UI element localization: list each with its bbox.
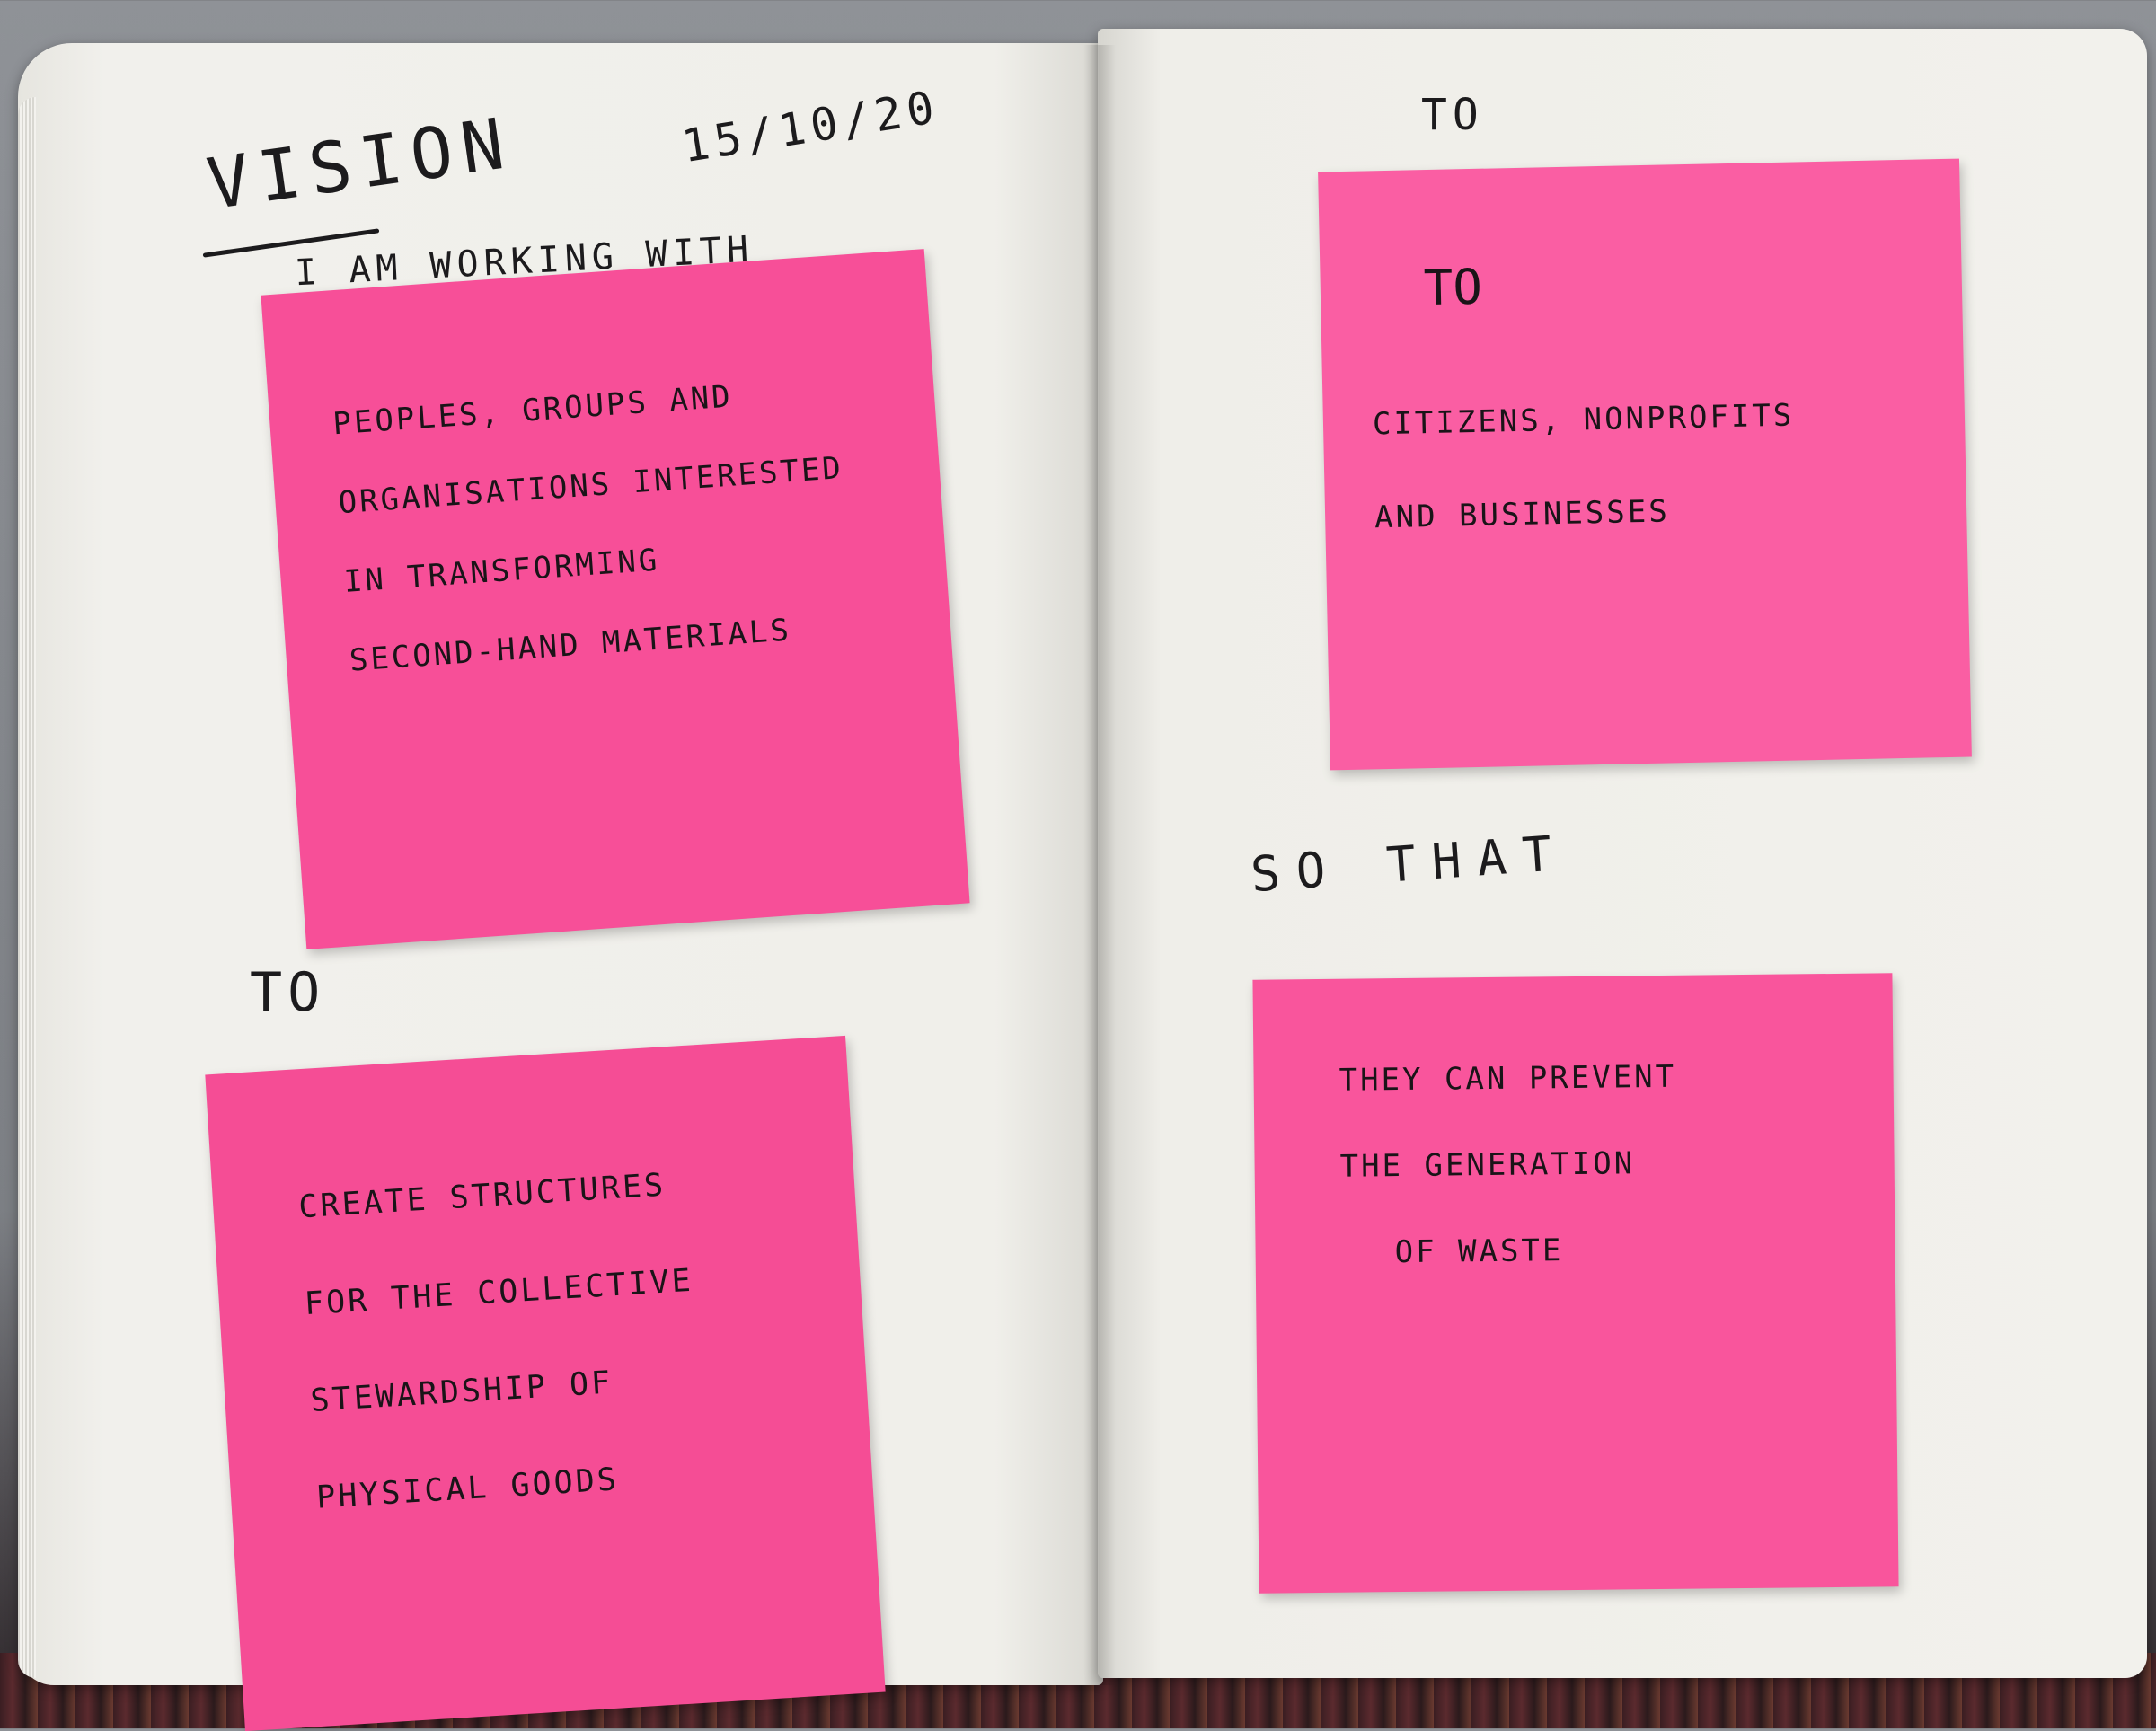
prompt-to-left: TO bbox=[250, 961, 326, 1024]
note-line: THEY CAN PREVENT bbox=[1339, 1058, 1677, 1099]
note-line: CITIZENS, NONPROFITS bbox=[1372, 397, 1795, 443]
prompt-to-right: TO bbox=[1421, 90, 1484, 140]
page-edges bbox=[18, 97, 36, 1678]
sticky-note-text: CITIZENS, NONPROFITS AND BUSINESSES bbox=[1372, 369, 1798, 565]
sticky-note-so-that: THEY CAN PREVENT THE GENERATION OF WASTE bbox=[1252, 973, 1899, 1594]
note-heading: TO bbox=[1423, 258, 1483, 317]
note-line: THE GENERATION bbox=[1339, 1145, 1636, 1185]
open-notebook: VISION 15/10/20 I AM WORKING WITH TO TO … bbox=[9, 18, 2147, 1731]
note-line: OF WASTE bbox=[1394, 1232, 1564, 1271]
sticky-note-text: CREATE STRUCTURES FOR THE COLLECTIVE STE… bbox=[296, 1135, 708, 1547]
sticky-note-what: CREATE STRUCTURES FOR THE COLLECTIVE STE… bbox=[205, 1035, 886, 1731]
sticky-note-who: PEOPLES, GROUPS AND ORGANISATIONS INTERE… bbox=[261, 249, 970, 949]
sticky-note-text: THEY CAN PREVENT THE GENERATION OF WASTE bbox=[1339, 1034, 1679, 1296]
sticky-note-to-whom: TO CITIZENS, NONPROFITS AND BUSINESSES bbox=[1318, 158, 1972, 771]
note-line: AND BUSINESSES bbox=[1374, 493, 1671, 536]
sticky-note-text: PEOPLES, GROUPS AND ORGANISATIONS INTERE… bbox=[331, 349, 857, 700]
notebook-spine bbox=[1083, 45, 1116, 1685]
